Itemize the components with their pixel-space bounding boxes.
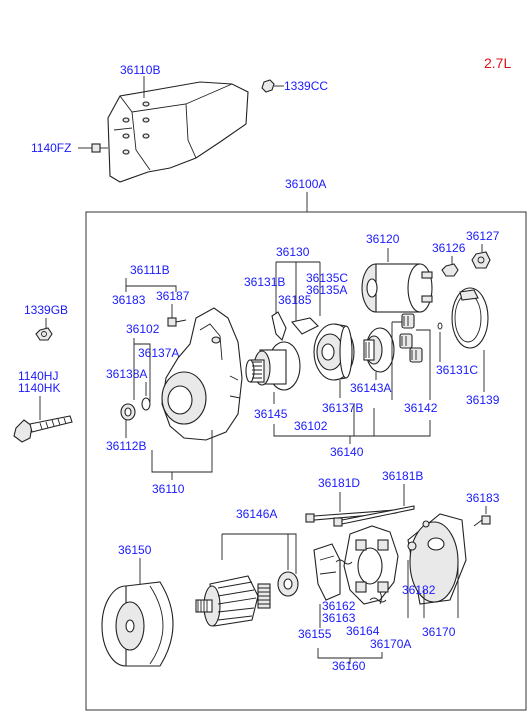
through-bolt-36181B-part[interactable] bbox=[333, 505, 415, 527]
label-36140: 36140 bbox=[330, 445, 364, 459]
label-36126: 36126 bbox=[432, 241, 466, 255]
label-36127: 36127 bbox=[466, 229, 500, 243]
screw-36187-part[interactable] bbox=[167, 317, 187, 327]
ball-36131C-part[interactable] bbox=[437, 322, 443, 330]
label-36139: 36139 bbox=[466, 393, 500, 407]
label-36137B: 36137B bbox=[322, 401, 363, 415]
label-36183-right: 36183 bbox=[466, 491, 500, 505]
gear-housing-part[interactable] bbox=[313, 323, 355, 381]
label-36110B: 36110B bbox=[120, 63, 160, 77]
label-36163: 36163 bbox=[322, 611, 356, 625]
label-36112B: 36112B bbox=[106, 439, 146, 453]
assembly-36100A-frame bbox=[85, 211, 527, 711]
label-1140HJ: 1140HJ bbox=[18, 369, 58, 383]
label-1339GB: 1339GB bbox=[24, 303, 68, 317]
solenoid-switch-part[interactable] bbox=[361, 263, 433, 313]
label-36131C: 36131C bbox=[436, 363, 478, 377]
label-36135A: 36135A bbox=[306, 283, 347, 297]
label-36110: 36110 bbox=[152, 482, 185, 496]
overrunning-clutch-part[interactable] bbox=[245, 341, 301, 391]
armature-part[interactable] bbox=[195, 575, 271, 627]
nut-1339GB-part[interactable] bbox=[35, 327, 53, 341]
label-36155: 36155 bbox=[298, 627, 332, 641]
label-36137A: 36137A bbox=[138, 346, 179, 360]
label-36143A: 36143A bbox=[350, 381, 391, 395]
brush-springs-part[interactable] bbox=[335, 559, 387, 605]
heat-shield-part[interactable] bbox=[107, 81, 249, 183]
label-36100A: 36100A bbox=[285, 177, 326, 191]
washer-36138A-part[interactable] bbox=[141, 397, 151, 411]
shift-lever-part[interactable] bbox=[271, 311, 319, 342]
label-36102-bottom: 36102 bbox=[294, 419, 328, 433]
label-36138A: 36138A bbox=[106, 367, 147, 381]
label-1140HK: 1140HK bbox=[18, 381, 60, 395]
planet-gears-part[interactable] bbox=[399, 313, 423, 363]
label-36135C: 36135C bbox=[306, 271, 348, 285]
bolt-1140FZ-part[interactable] bbox=[91, 143, 108, 153]
label-36130: 36130 bbox=[276, 245, 310, 259]
label-36187: 36187 bbox=[156, 289, 190, 303]
label-36142: 36142 bbox=[404, 401, 438, 415]
label-1140FZ: 1140FZ bbox=[31, 141, 71, 155]
engine-label: 2.7L bbox=[484, 55, 511, 71]
label-36120: 36120 bbox=[366, 232, 400, 246]
label-36150: 36150 bbox=[118, 543, 152, 557]
label-36145: 36145 bbox=[254, 407, 288, 421]
bushing-36112B-part[interactable] bbox=[120, 403, 136, 421]
screw-36183-part[interactable] bbox=[473, 515, 491, 527]
brush-plate-part[interactable] bbox=[313, 543, 341, 601]
nut-36127-part[interactable] bbox=[471, 251, 491, 269]
label-36146A: 36146A bbox=[236, 507, 277, 521]
yoke-part[interactable] bbox=[101, 581, 174, 667]
label-36164: 36164 bbox=[346, 624, 380, 638]
drive-housing-part[interactable] bbox=[161, 307, 243, 441]
seal-ring-part[interactable] bbox=[451, 287, 489, 349]
armature-bearing-part[interactable] bbox=[277, 571, 299, 597]
label-36182: 36182 bbox=[402, 583, 436, 597]
label-36131B: 36131B bbox=[244, 275, 285, 289]
label-36111B: 36111B bbox=[130, 263, 170, 277]
nut-36126-part[interactable] bbox=[441, 263, 459, 277]
bolt-1140HJ-part[interactable] bbox=[13, 415, 73, 443]
label-36181D: 36181D bbox=[318, 476, 360, 490]
end-cover-part[interactable] bbox=[407, 513, 467, 605]
internal-gear-part[interactable] bbox=[363, 327, 395, 373]
label-36170A: 36170A bbox=[370, 637, 411, 651]
nut-1339CC-part[interactable] bbox=[261, 79, 275, 93]
label-36102-left: 36102 bbox=[126, 322, 160, 336]
label-36185: 36185 bbox=[278, 293, 312, 307]
label-36183-top: 36183 bbox=[112, 293, 146, 307]
label-36170: 36170 bbox=[422, 625, 456, 639]
brush-holder-part[interactable] bbox=[343, 525, 399, 605]
label-36160: 36160 bbox=[332, 659, 366, 673]
label-36162: 36162 bbox=[322, 599, 356, 613]
label-1339CC: 1339CC bbox=[284, 79, 328, 93]
label-36181B: 36181B bbox=[382, 469, 423, 483]
